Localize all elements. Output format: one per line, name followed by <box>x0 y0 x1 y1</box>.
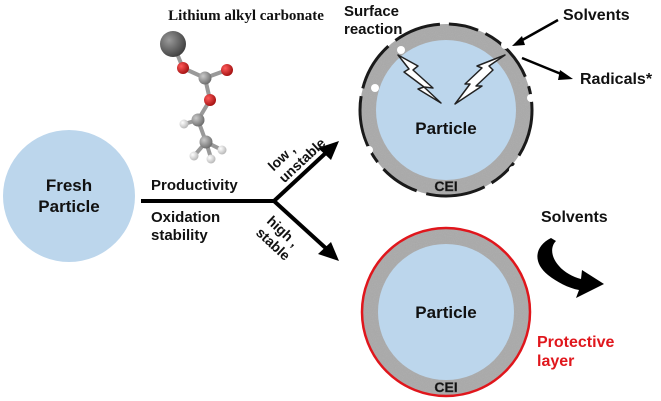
top-solvents-label: Solvents <box>563 7 630 24</box>
molecule-label: Lithium alkyl carbonate <box>168 8 324 24</box>
surface-pit <box>501 41 509 49</box>
fresh-particle-circle <box>3 130 135 262</box>
carbon-atom <box>199 135 213 149</box>
radicals-arrowhead <box>558 70 573 80</box>
productivity-label: Productivity <box>151 177 238 194</box>
upper-branch-arrow <box>272 147 332 203</box>
radicals-arrow <box>521 56 567 78</box>
fresh-particle-label-line1: Fresh <box>46 176 92 195</box>
protective-layer-line2: layer <box>537 353 574 370</box>
protective-layer-line1: Protective <box>537 334 614 351</box>
oxygen-atom <box>177 62 189 74</box>
protective-outline <box>360 226 532 398</box>
solvents-arrowhead <box>512 36 525 46</box>
bottom-cei-label: CEI <box>434 379 457 395</box>
surface-reaction-line2: reaction <box>344 21 402 38</box>
lower-branch-arrow <box>272 199 332 254</box>
hydrogen-atom <box>189 151 199 161</box>
hydrogen-atom <box>206 154 216 164</box>
surface-pit <box>527 94 535 102</box>
carbon-atom <box>191 113 205 127</box>
deflect-arrow-icon <box>537 238 604 298</box>
top-particle-label: Particle <box>415 119 476 138</box>
oxidation-label-line1: Oxidation <box>151 209 220 226</box>
lightning-icon-left <box>397 54 442 104</box>
hydrogen-atom <box>179 119 189 129</box>
fresh-particle: Fresh Particle <box>3 130 135 262</box>
hydrogen-atom <box>217 145 227 155</box>
bottom-particle-label: Particle <box>415 303 476 322</box>
oxidation-label-line2: stability <box>151 227 208 244</box>
oxygen-atom <box>204 94 216 106</box>
surface-pit <box>509 166 517 174</box>
molecule-model: Lithium alkyl carbonate <box>160 8 324 164</box>
surface-reaction-line1: Surface <box>344 3 399 20</box>
bottom-solvents-label: Solvents <box>541 209 608 226</box>
lower-arrowhead <box>318 242 339 261</box>
top-cei-label: CEI <box>434 178 457 194</box>
top-broken-outline <box>358 22 534 198</box>
oxygen-atom <box>221 64 233 76</box>
carbon-atom <box>198 71 212 85</box>
bottom-particle: Particle CEI <box>360 226 532 398</box>
branch-upper-label: low , unstable <box>265 135 329 186</box>
bottom-particle-core <box>378 244 514 380</box>
branch-arrows <box>141 141 339 261</box>
surface-pit <box>397 46 405 54</box>
upper-arrowhead <box>318 141 339 160</box>
surface-pit <box>371 84 379 92</box>
fresh-particle-label-line2: Particle <box>38 197 99 216</box>
radicals-label: Radicals* <box>580 71 653 88</box>
solvents-arrow <box>516 18 559 45</box>
lightning-icon-right <box>454 54 506 105</box>
lithium-atom <box>160 31 186 57</box>
top-particle: Particle CEI <box>358 22 535 198</box>
surface-pit <box>365 146 373 154</box>
